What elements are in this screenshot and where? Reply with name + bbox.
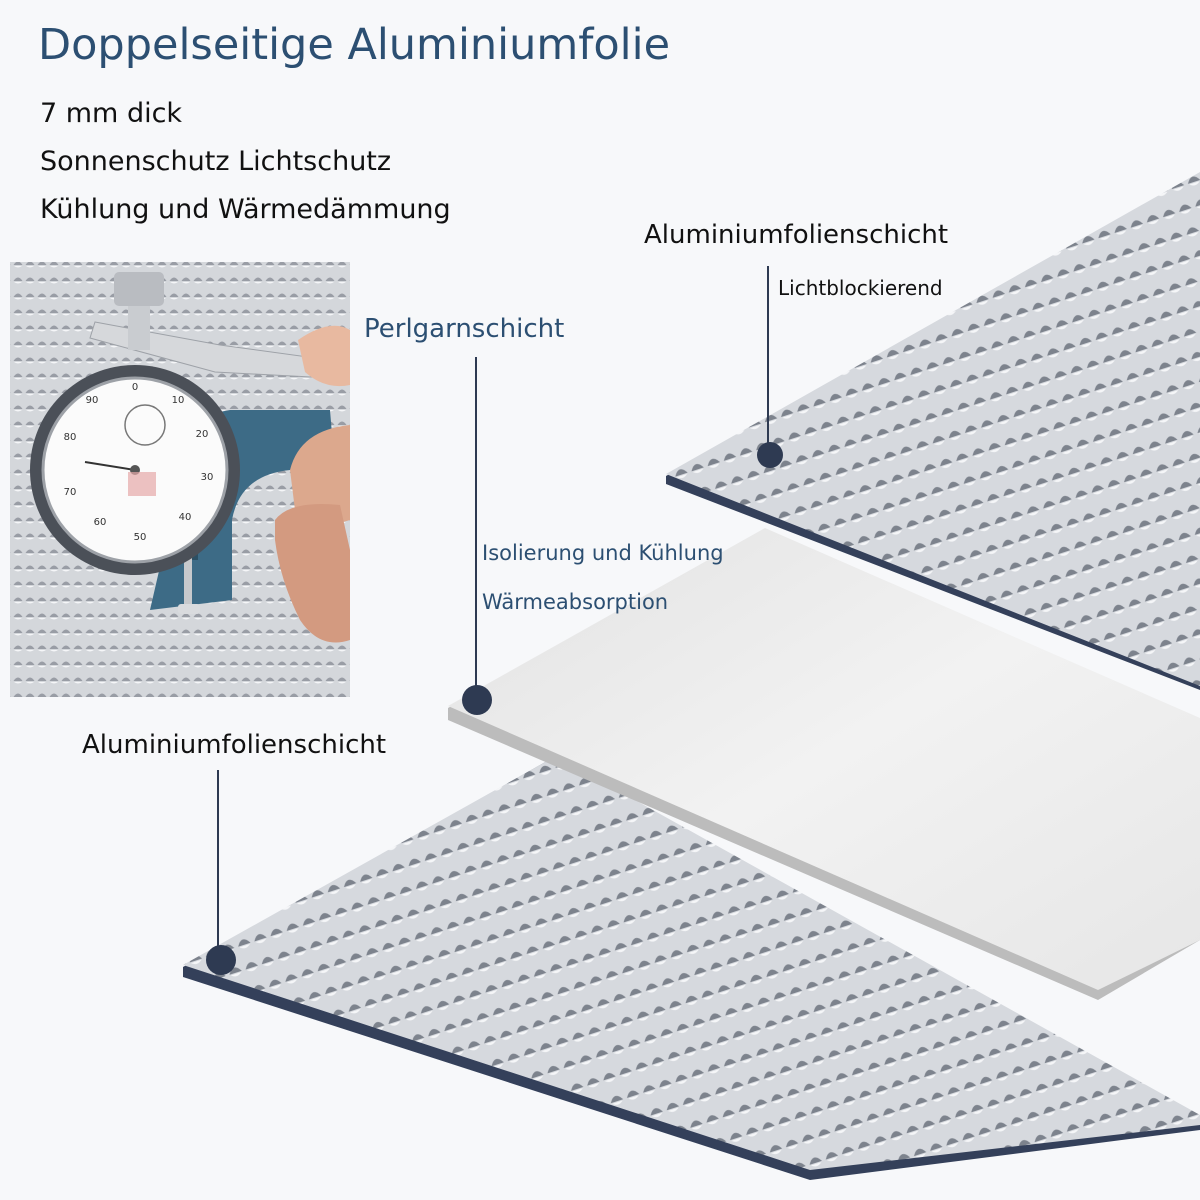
feature-sun-protection: Sonnenschutz Lichtschutz	[40, 146, 392, 177]
gauge-tick-labels: 0 10 20 30 40 50 60 70 80 90	[64, 382, 214, 543]
middle-layer-sublabel-1: Isolierung und Kühlung	[482, 541, 724, 565]
gauge-tick-70: 70	[64, 487, 77, 498]
gauge-tick-60: 60	[94, 517, 107, 528]
foam-sheet	[448, 528, 1200, 1000]
bottom-foil-sheet	[183, 756, 1200, 1180]
gauge-tick-10: 10	[172, 395, 185, 406]
gauge-tick-20: 20	[196, 429, 209, 440]
gauge-tick-90: 90	[86, 395, 99, 406]
bottom-layer-label: Aluminiumfolienschicht	[82, 730, 387, 760]
gauge-tick-30: 30	[201, 472, 214, 483]
gauge-tick-0: 0	[132, 382, 138, 393]
top-layer-label: Aluminiumfolienschicht	[644, 220, 949, 250]
top-foil-sheet	[666, 172, 1200, 690]
bottom-layer-marker	[206, 945, 236, 975]
middle-layer-sublabel-2: Wärmeabsorption	[482, 590, 669, 614]
gauge-tick-40: 40	[179, 512, 192, 523]
thickness-gauge-photo: 0 10 20 30 40 50 60 70 80 90	[10, 262, 350, 697]
top-layer-sublabel: Lichtblockierend	[778, 276, 943, 300]
top-layer-marker	[757, 442, 783, 468]
feature-thickness: 7 mm dick	[40, 98, 183, 129]
gauge-tick-80: 80	[64, 432, 77, 443]
callout-lines	[217, 266, 769, 960]
gauge-tick-50: 50	[134, 532, 147, 543]
middle-layer-label: Perlgarnschicht	[364, 314, 565, 344]
page-title: Doppelseitige Aluminiumfolie	[38, 20, 671, 70]
middle-layer-marker	[462, 685, 492, 715]
feature-cooling-insulation: Kühlung und Wärmedämmung	[40, 194, 451, 225]
